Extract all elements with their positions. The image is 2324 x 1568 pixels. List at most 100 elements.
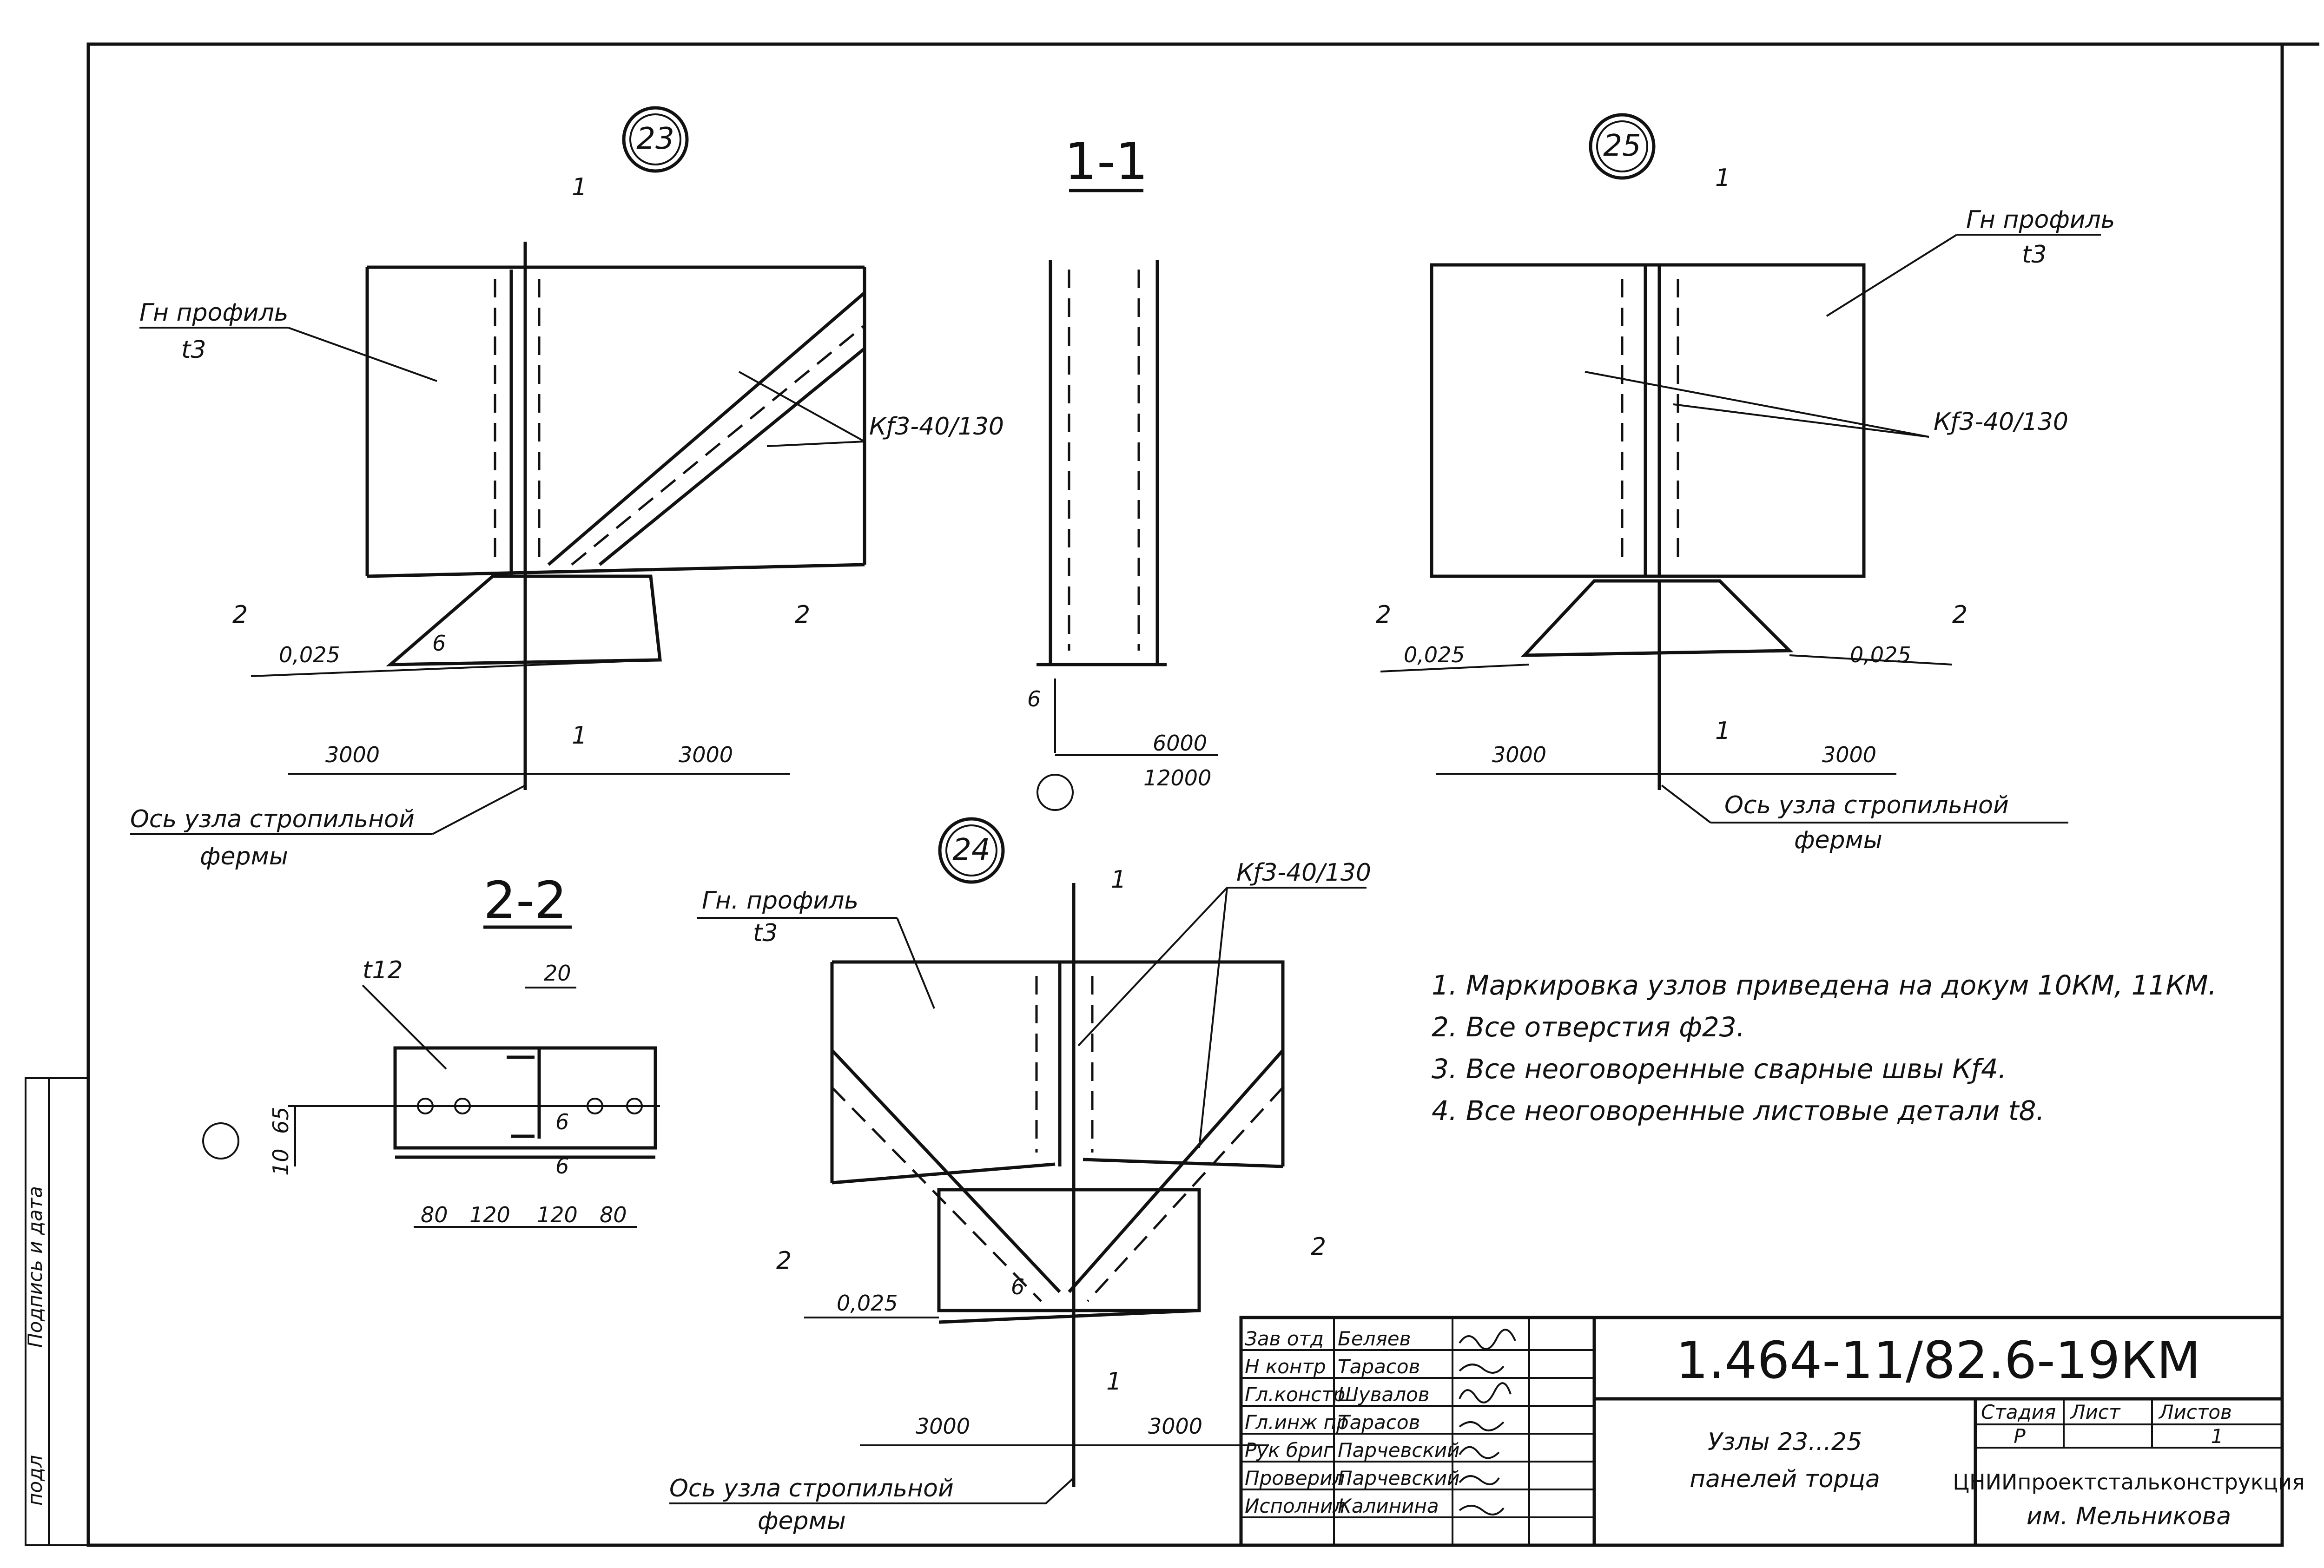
section-2-2-weld-6a: 6 — [555, 1109, 569, 1134]
tb-sheets-value: 1 — [2211, 1425, 2224, 1448]
node-24-marker — [938, 817, 1005, 884]
node-24-cut-1-top: 1 — [1111, 866, 1126, 894]
section-1-1: 1-1 6 6000 12000 — [1027, 132, 1218, 811]
node-24-thickness-label: t3 — [753, 919, 778, 947]
section-2-2-dim-120a: 120 — [469, 1202, 510, 1227]
node-23-dim-left: 3000 — [325, 742, 380, 767]
tb-name-4: Тарасов — [1338, 1411, 1420, 1434]
notes-list: 1. Маркировка узлов приведена на докум 1… — [1432, 969, 2217, 1127]
node-25-number: 25 — [1603, 129, 1641, 163]
node-24-axis-label-2: фермы — [758, 1507, 846, 1535]
node-25-weld-label: Кƒ3-40/130 — [1934, 408, 2068, 436]
tb-role-3: Гл.констр — [1245, 1383, 1345, 1406]
side-stamp: Подпись и дата подл — [24, 1077, 89, 1546]
tb-name-7: Калинина — [1338, 1495, 1439, 1517]
node-24-weld-label: Кƒ3-40/130 — [1236, 859, 1371, 887]
section-2-2-dim-120b: 120 — [537, 1202, 578, 1227]
section-2-2: 2-2 t12 20 65 10 80 120 120 80 6 6 — [202, 870, 660, 1228]
tb-title-line-1: Узлы 23...25 — [1708, 1428, 1862, 1456]
tb-name-5: Парчевский — [1338, 1439, 1459, 1462]
node-23-thickness-label: t3 — [181, 336, 206, 364]
section-2-2-t12: t12 — [363, 956, 403, 984]
node-23-weld-label: Кƒ3-40/130 — [869, 413, 1004, 441]
node-23-dim-right: 3000 — [679, 742, 733, 767]
node-23-cut-1-top: 1 — [572, 173, 587, 201]
node-25-cut-2-right: 2 — [1952, 601, 1967, 629]
side-signature-label: Подпись и дата — [24, 1186, 46, 1348]
node-23-marker — [622, 106, 689, 173]
node-25-slope-right: 0,025 — [1850, 642, 1911, 667]
node-24-axis-label: Ось узла стропильной — [669, 1475, 954, 1502]
section-1-1-axis-marker — [1037, 774, 1074, 811]
section-1-1-dim-12000: 12000 — [1143, 765, 1211, 791]
node-25-slope-left: 0,025 — [1404, 642, 1465, 667]
node-23-dim-6: 6 — [432, 631, 446, 656]
node-23-profile-label: Гн профиль — [139, 299, 288, 327]
note-3: 3. Все неоговоренные сварные швы Кƒ4. — [1432, 1053, 2007, 1085]
node-25-axis-label-2: фермы — [1794, 826, 1882, 854]
node-25-thickness-label: t3 — [2022, 241, 2047, 269]
side-inv-label: подл — [24, 1455, 46, 1506]
node-25-cut-1-top: 1 — [1715, 164, 1730, 192]
node-24-detail: 24 Гн. профиль t3 Кƒ3-40/130 1 1 2 2 0,0… — [669, 817, 1371, 1535]
node-24-dim-right: 3000 — [1148, 1414, 1202, 1439]
section-1-1-dim-6: 6 — [1027, 686, 1041, 712]
tb-organization: ЦНИИпроектстальконструкция — [1953, 1469, 2304, 1495]
note-4: 4. Все неоговоренные листовые детали t8. — [1432, 1095, 2045, 1127]
tb-role-4: Гл.инж пр — [1245, 1411, 1349, 1434]
note-2: 2. Все отверстия ф23. — [1432, 1011, 1745, 1043]
tb-stage-label: Стадия — [1981, 1401, 2056, 1423]
tb-stage-value: Р — [2014, 1425, 2026, 1448]
section-2-2-dim-20: 20 — [544, 961, 571, 986]
tb-role-5: Рук бриг — [1245, 1439, 1334, 1462]
node-24-cut-1-bottom: 1 — [1106, 1368, 1122, 1396]
tb-name-6: Парчевский — [1338, 1467, 1459, 1489]
tb-role-7: Исполнил — [1245, 1495, 1345, 1517]
node-24-cut-2-right: 2 — [1311, 1233, 1326, 1261]
section-2-2-dim-65: 65 — [268, 1107, 293, 1134]
node-25-cut-2-left: 2 — [1376, 601, 1391, 629]
node-23-number: 23 — [636, 122, 674, 156]
section-2-2-dim-80a: 80 — [421, 1202, 448, 1227]
node-25-cut-1-bottom: 1 — [1715, 717, 1730, 745]
title-block: Зав отд Н контр Гл.констр Гл.инж пр Рук … — [1239, 1316, 2305, 1547]
tb-signatures — [1459, 1329, 1516, 1515]
node-25-detail: 25 Гн профиль t3 Кƒ3-40/130 1 1 2 2 0,02… — [1376, 113, 2115, 854]
node-25-dim-right: 3000 — [1822, 742, 1876, 767]
tb-title-line-2: панелей торца — [1690, 1465, 1880, 1493]
tb-name-3: Шувалов — [1338, 1383, 1430, 1406]
node-25-axis-label: Ось узла стропильной — [1724, 791, 2009, 819]
node-23-slope: 0,025 — [279, 642, 340, 667]
node-23-detail: 23 Гн профиль t3 Кƒ3-40/130 1 1 2 2 0,02… — [130, 106, 1004, 870]
node-24-cut-2-left: 2 — [776, 1247, 792, 1275]
node-24-dim-6: 6 — [1011, 1274, 1024, 1299]
tb-organization-2: им. Мельникова — [2027, 1502, 2231, 1530]
node-25-dim-left: 3000 — [1492, 742, 1546, 767]
node-23-cut-2-left: 2 — [232, 601, 248, 629]
tb-role-1: Зав отд — [1245, 1327, 1324, 1350]
node-24-profile-label: Гн. профиль — [702, 887, 858, 915]
node-24-dim-left: 3000 — [916, 1414, 970, 1439]
note-1: 1. Маркировка узлов приведена на докум 1… — [1432, 969, 2217, 1001]
tb-role-2: Н контр — [1245, 1355, 1326, 1378]
section-2-2-dim-80b: 80 — [600, 1202, 627, 1227]
tb-document-code: 1.464-11/82.6-19КМ — [1676, 1331, 2200, 1390]
section-1-1-title: 1-1 — [1064, 132, 1148, 191]
tb-name-2: Тарасов — [1338, 1355, 1420, 1378]
node-23-cut-2-right: 2 — [795, 601, 810, 629]
node-23-cut-1-bottom: 1 — [572, 722, 587, 750]
node-24-number: 24 — [952, 833, 990, 867]
node-25-marker — [1589, 113, 1656, 180]
node-24-slope: 0,025 — [837, 1291, 898, 1316]
tb-role-6: Проверил — [1245, 1467, 1345, 1489]
node-23-axis-label-2: фермы — [200, 843, 288, 870]
tb-sheet-label: Лист — [2070, 1401, 2121, 1423]
node-25-profile-label: Гн профиль — [1966, 206, 2115, 234]
section-2-2-axis-marker — [202, 1122, 239, 1160]
section-2-2-weld-6b: 6 — [555, 1153, 569, 1179]
tb-name-1: Беляев — [1338, 1327, 1411, 1350]
section-1-1-dim-6000: 6000 — [1153, 731, 1207, 756]
tb-sheets-label: Листов — [2158, 1401, 2232, 1423]
section-2-2-dim-10: 10 — [268, 1148, 293, 1176]
